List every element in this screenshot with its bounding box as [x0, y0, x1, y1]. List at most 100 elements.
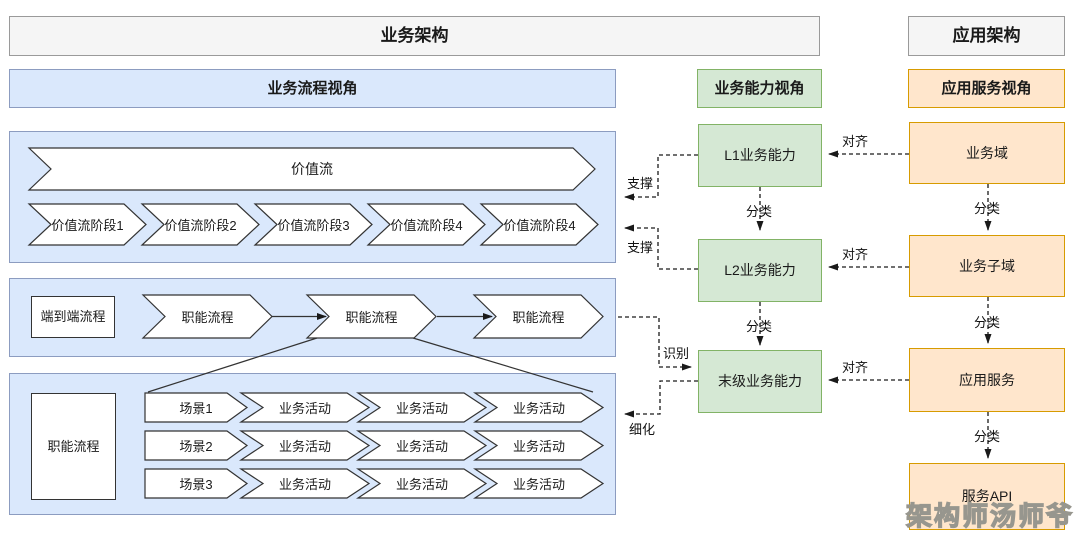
l2-capability-label: L2业务能力 — [724, 262, 796, 279]
application-architecture-header: 应用架构 — [908, 16, 1065, 56]
activity-arrow: 业务活动 — [238, 468, 371, 499]
value-stream-stage: 价值流阶段4 — [366, 203, 486, 246]
service-api-label: 服务API — [961, 488, 1013, 505]
functional-process-box: 职能流程 — [31, 393, 116, 500]
scene-label: 场景2 — [179, 439, 213, 454]
activity-arrow: 业务活动 — [355, 392, 488, 423]
value-stream-arrow-shape — [27, 147, 596, 191]
activity-label: 业务活动 — [512, 439, 565, 454]
value-stream-arrow: 价值流 — [27, 147, 596, 191]
relation-label-align: 对齐 — [842, 134, 869, 149]
business-subdomain-label: 业务子域 — [959, 257, 1015, 274]
scene-arrow: 场景2 — [144, 430, 249, 461]
activity-label: 业务活动 — [395, 401, 448, 416]
activity-arrow-shape — [355, 468, 488, 499]
relation-label-classify: 分类 — [746, 319, 773, 334]
application-service-label: 应用服务 — [959, 371, 1015, 388]
stage-label: 价值流阶段4 — [390, 218, 463, 233]
relation-label-align: 对齐 — [842, 360, 869, 375]
activity-label: 业务活动 — [395, 477, 448, 492]
relation-label-classify: 分类 — [974, 429, 1001, 444]
scene-label: 场景1 — [179, 401, 213, 416]
stage-arrow-shape — [366, 203, 486, 246]
value-stream-stage: 价值流阶段1 — [27, 203, 147, 246]
activity-arrow: 业务活动 — [238, 430, 371, 461]
activity-label: 业务活动 — [512, 477, 565, 492]
stage-arrow-shape — [27, 203, 147, 246]
scene-arrow: 场景1 — [144, 392, 249, 423]
activity-arrow: 业务活动 — [238, 392, 371, 423]
business-domain-label: 业务域 — [966, 144, 1008, 161]
activity-arrow: 业务活动 — [355, 468, 488, 499]
value-stream-label: 价值流 — [291, 161, 333, 177]
activity-arrow-shape — [238, 392, 371, 423]
scene-arrow-shape — [144, 392, 249, 423]
process-perspective-title: 业务流程视角 — [267, 79, 358, 97]
stage-label: 价值流阶段3 — [277, 218, 350, 233]
stage-label: 价值流阶段1 — [51, 218, 124, 233]
flow-label: 职能流程 — [345, 310, 398, 325]
relation-label-identify: 识别 — [663, 346, 690, 361]
activity-label: 业务活动 — [278, 439, 331, 454]
activity-arrow-shape — [238, 430, 371, 461]
capability-perspective-title: 业务能力视角 — [714, 79, 805, 97]
stage-label: 价值流阶段2 — [164, 218, 237, 233]
functional-flow-arrow: 职能流程 — [305, 294, 437, 339]
relation-label-classify: 分类 — [974, 315, 1001, 330]
stage-arrow-shape — [253, 203, 373, 246]
business-domain-box: 业务域 — [909, 122, 1065, 184]
relation-label-support: 支撑 — [627, 176, 654, 191]
leaf-capability-box: 末级业务能力 — [698, 350, 822, 413]
activity-label: 业务活动 — [278, 477, 331, 492]
relation-label-classify: 分类 — [746, 204, 773, 219]
value-stream-stage: 价值流阶段2 — [140, 203, 260, 246]
l1-capability-label: L1业务能力 — [724, 147, 796, 164]
stage-arrow-shape — [140, 203, 260, 246]
flow-label: 职能流程 — [512, 310, 565, 325]
service-perspective-title: 应用服务视角 — [941, 79, 1032, 97]
service-perspective-box: 应用服务视角 — [908, 69, 1065, 108]
activity-label: 业务活动 — [278, 401, 331, 416]
activity-arrow-shape — [355, 392, 488, 423]
relation-label-align: 对齐 — [842, 247, 869, 262]
flow-label: 职能流程 — [181, 310, 234, 325]
scene-arrow-shape — [144, 468, 249, 499]
business-architecture-header: 业务架构 — [9, 16, 820, 56]
stage-arrow-shape — [479, 203, 599, 246]
activity-arrow: 业务活动 — [355, 430, 488, 461]
business-architecture-title: 业务架构 — [380, 25, 449, 45]
e2e-process-label: 端到端流程 — [40, 309, 106, 325]
activity-arrow-shape — [238, 468, 371, 499]
activity-arrow-shape — [472, 392, 605, 423]
application-service-box: 应用服务 — [909, 348, 1065, 412]
watermark: 架构师汤师爷 — [905, 500, 1074, 531]
e2e-process-box: 端到端流程 — [31, 296, 115, 338]
functional-flow-arrow: 职能流程 — [472, 294, 604, 339]
l2-capability-box: L2业务能力 — [698, 239, 822, 302]
activity-arrow: 业务活动 — [472, 392, 605, 423]
scene-label: 场景3 — [179, 477, 213, 492]
relation-label-classify: 分类 — [974, 201, 1001, 216]
capability-perspective-box: 业务能力视角 — [697, 69, 822, 108]
scene-arrow: 场景3 — [144, 468, 249, 499]
business-subdomain-box: 业务子域 — [909, 235, 1065, 297]
functional-process-label: 职能流程 — [47, 438, 100, 454]
scene-arrow-shape — [144, 430, 249, 461]
activity-arrow-shape — [472, 468, 605, 499]
l1-capability-box: L1业务能力 — [698, 124, 822, 187]
activity-arrow: 业务活动 — [472, 430, 605, 461]
leaf-capability-label: 末级业务能力 — [718, 373, 802, 390]
activity-arrow: 业务活动 — [472, 468, 605, 499]
activity-label: 业务活动 — [395, 439, 448, 454]
activity-label: 业务活动 — [512, 401, 565, 416]
refine-connector — [624, 380, 698, 418]
value-stream-stage: 价值流阶段4 — [479, 203, 599, 246]
functional-flow-arrow: 职能流程 — [141, 294, 273, 339]
stage-label: 价值流阶段4 — [503, 218, 576, 233]
service-api-box: 服务API — [909, 463, 1065, 530]
activity-arrow-shape — [355, 430, 488, 461]
relation-label-support: 支撑 — [627, 240, 654, 255]
value-stream-stage: 价值流阶段3 — [253, 203, 373, 246]
process-perspective-bar: 业务流程视角 — [9, 69, 616, 108]
